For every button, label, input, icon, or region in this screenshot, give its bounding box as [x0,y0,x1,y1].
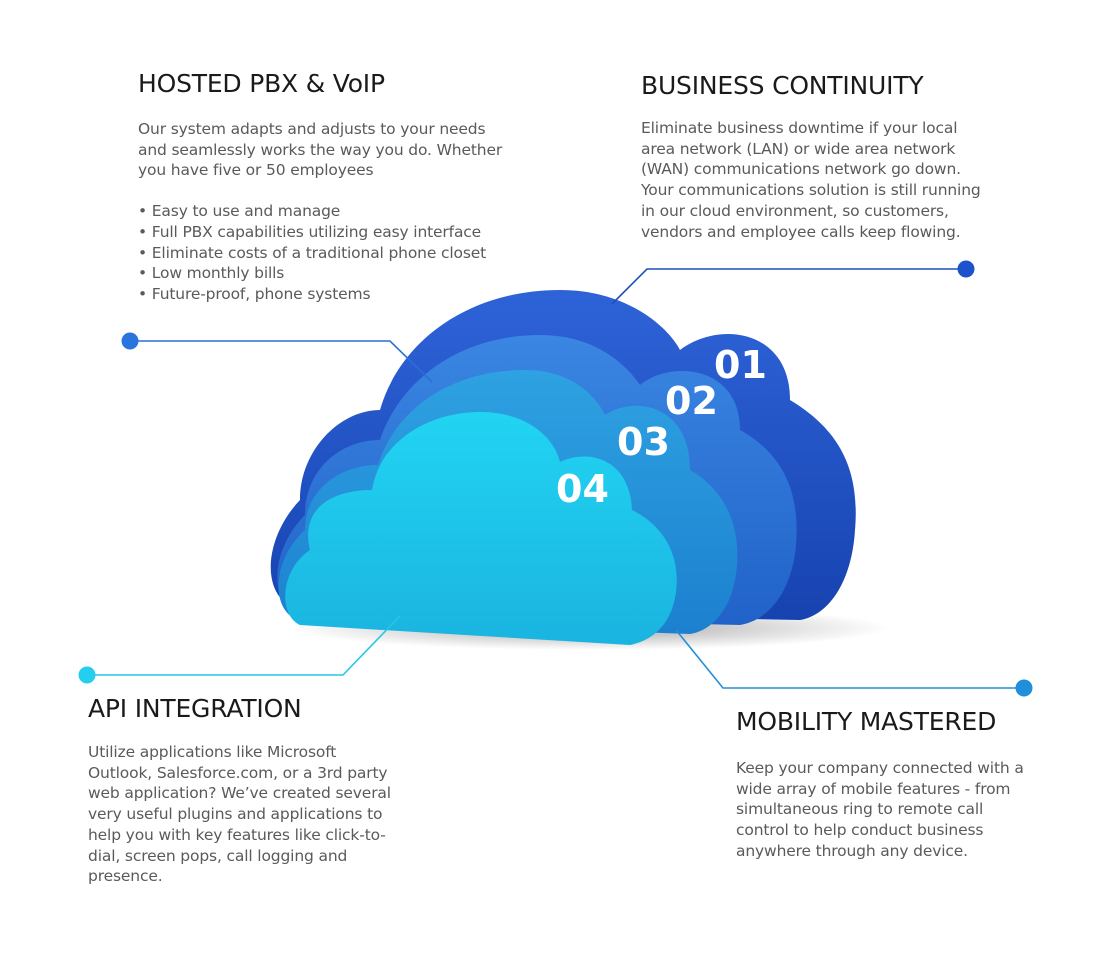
cloud-number-04: 04 [556,467,609,511]
section-mobility-mastered: MOBILITY MASTERED Keep your company conn… [736,707,1036,862]
section-business-continuity: BUSINESS CONTINUITY Eliminate business d… [641,71,996,242]
hosted-pbx-title: HOSTED PBX & VoIP [138,69,385,98]
hosted-pbx-bullets: Easy to use and manage Full PBX capabili… [138,201,508,305]
cloud-number-02: 02 [665,379,718,423]
api-integration-body: Utilize applications like Microsoft Outl… [88,743,391,886]
connector-api-integration [87,615,401,676]
hosted-pbx-bullet: Low monthly bills [138,263,508,284]
dot-api-integration [78,666,96,684]
dot-mobility-mastered [1015,679,1033,697]
cloud-04 [285,412,677,645]
api-integration-title: API INTEGRATION [88,694,302,723]
hosted-pbx-bullet: Full PBX capabilities utilizing easy int… [138,222,508,243]
mobility-mastered-body: Keep your company connected with a wide … [736,759,1024,860]
section-hosted-pbx: HOSTED PBX & VoIP Our system adapts and … [138,69,508,305]
connector-mobility-mastered [675,629,1024,689]
mobility-mastered-title: MOBILITY MASTERED [736,707,997,736]
connector-hosted-pbx [130,340,433,383]
section-api-integration: API INTEGRATION Utilize applications lik… [88,694,398,887]
dot-business-continuity [957,260,975,278]
hosted-pbx-bullet: Future-proof, phone systems [138,284,508,305]
dot-hosted-pbx [121,332,139,350]
hosted-pbx-bullet: Eliminate costs of a traditional phone c… [138,243,508,264]
hosted-pbx-body: Our system adapts and adjusts to your ne… [138,120,503,180]
business-continuity-title: BUSINESS CONTINUITY [641,71,924,100]
cloud-number-01: 01 [714,343,767,387]
connector-business-continuity [611,268,966,305]
hosted-pbx-bullet: Easy to use and manage [138,201,508,222]
cloud-number-03: 03 [617,420,670,464]
business-continuity-body: Eliminate business downtime if your loca… [641,119,981,241]
